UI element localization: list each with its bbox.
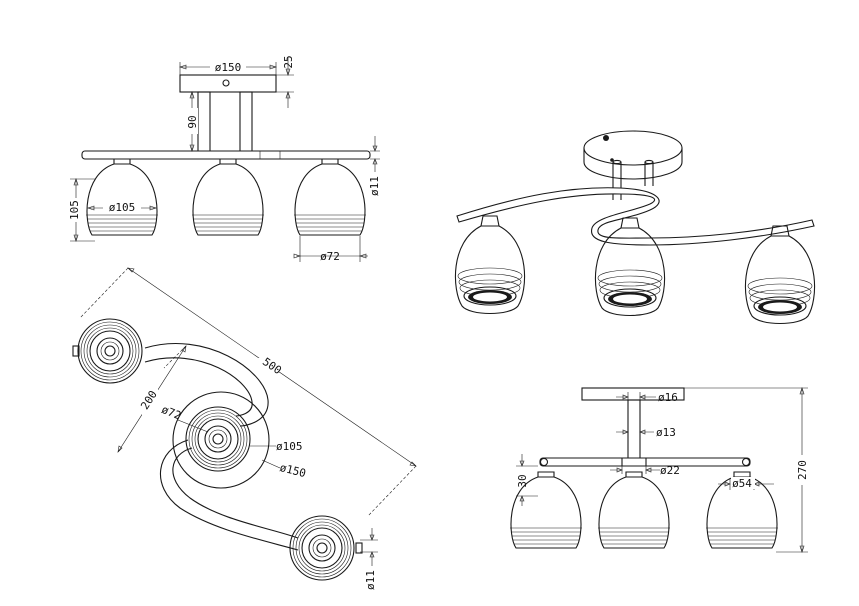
- support-rod: [239, 91, 253, 153]
- perspective-view: [454, 130, 816, 325]
- shade-top-label: ø54: [732, 477, 752, 490]
- shade: [597, 471, 671, 549]
- shade: [293, 158, 367, 236]
- arm-diameter-label: ø11: [368, 176, 381, 196]
- shade: [85, 158, 159, 236]
- rod-top-label: ø16: [658, 391, 678, 404]
- top-view: 500 200 ø72 ø105 ø150 ø11: [72, 267, 417, 590]
- shade: [594, 217, 666, 317]
- side-view: ø16 ø13 ø22 ø54 30 270: [509, 387, 810, 553]
- rod-height-label: 90: [186, 115, 199, 128]
- canopy: [179, 74, 277, 93]
- rod-diameter-label: ø13: [656, 426, 676, 439]
- curved-arm: [456, 187, 815, 246]
- joint-diameter-label: ø22: [660, 464, 680, 477]
- shade-height-label: 105: [68, 200, 81, 220]
- canopy: [172, 391, 270, 489]
- support-rod: [197, 91, 211, 153]
- shade: [191, 158, 265, 236]
- rod: [627, 399, 641, 463]
- shade: [454, 215, 526, 315]
- neck-height-label: 30: [516, 474, 529, 487]
- shade-diameter-label: ø105: [109, 201, 136, 214]
- total-height-label: 270: [796, 460, 809, 480]
- top-shade-diameter-label: ø105: [276, 440, 303, 453]
- shade: [185, 406, 251, 472]
- shade-opening-label: ø72: [320, 250, 340, 263]
- shade: [744, 225, 816, 325]
- arm-bar: [539, 457, 751, 467]
- arm-bar: [81, 150, 371, 160]
- canopy-height-label: 25: [282, 55, 295, 68]
- front-view: ø150 25 90 105 ø105 ø72 ø11: [68, 55, 381, 263]
- shade: [77, 318, 143, 384]
- top-canopy-diameter-label: ø150: [278, 461, 307, 480]
- inner-diameter-label: ø72: [160, 403, 183, 422]
- top-arm-diameter-label: ø11: [364, 570, 377, 590]
- shade: [289, 515, 355, 581]
- canopy-diameter-label: ø150: [215, 61, 242, 74]
